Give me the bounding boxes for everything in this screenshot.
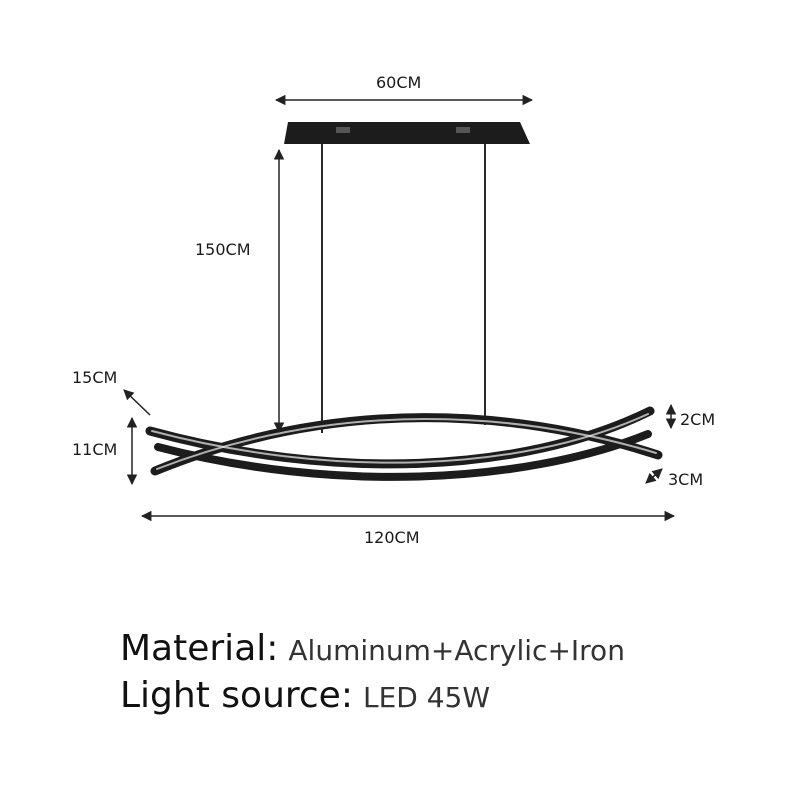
spec-material-label: Material: xyxy=(120,628,279,669)
pendant-light-diagram xyxy=(123,94,677,522)
spec-material-value: Aluminum+Acrylic+Iron xyxy=(288,634,625,667)
label-cable-length: 150CM xyxy=(195,240,251,259)
ceiling-canopy xyxy=(284,122,530,144)
light-tubes xyxy=(145,406,663,481)
dim-line-tube-depth xyxy=(645,468,663,484)
spec-light-value: LED 45W xyxy=(362,681,491,714)
label-height: 11CM xyxy=(72,440,118,459)
spec-light-source: Light source: LED 45W xyxy=(120,675,490,716)
spec-material: Material: Aluminum+Acrylic+Iron xyxy=(120,628,625,669)
dim-line-end-angle xyxy=(123,389,151,416)
label-tube-height: 2CM xyxy=(680,410,716,429)
spec-light-label: Light source: xyxy=(120,675,353,716)
label-top-width: 60CM xyxy=(376,73,422,92)
label-end-angle: 15CM xyxy=(72,368,118,387)
label-tube-depth: 3CM xyxy=(668,470,704,489)
label-total-width: 120CM xyxy=(364,528,420,547)
